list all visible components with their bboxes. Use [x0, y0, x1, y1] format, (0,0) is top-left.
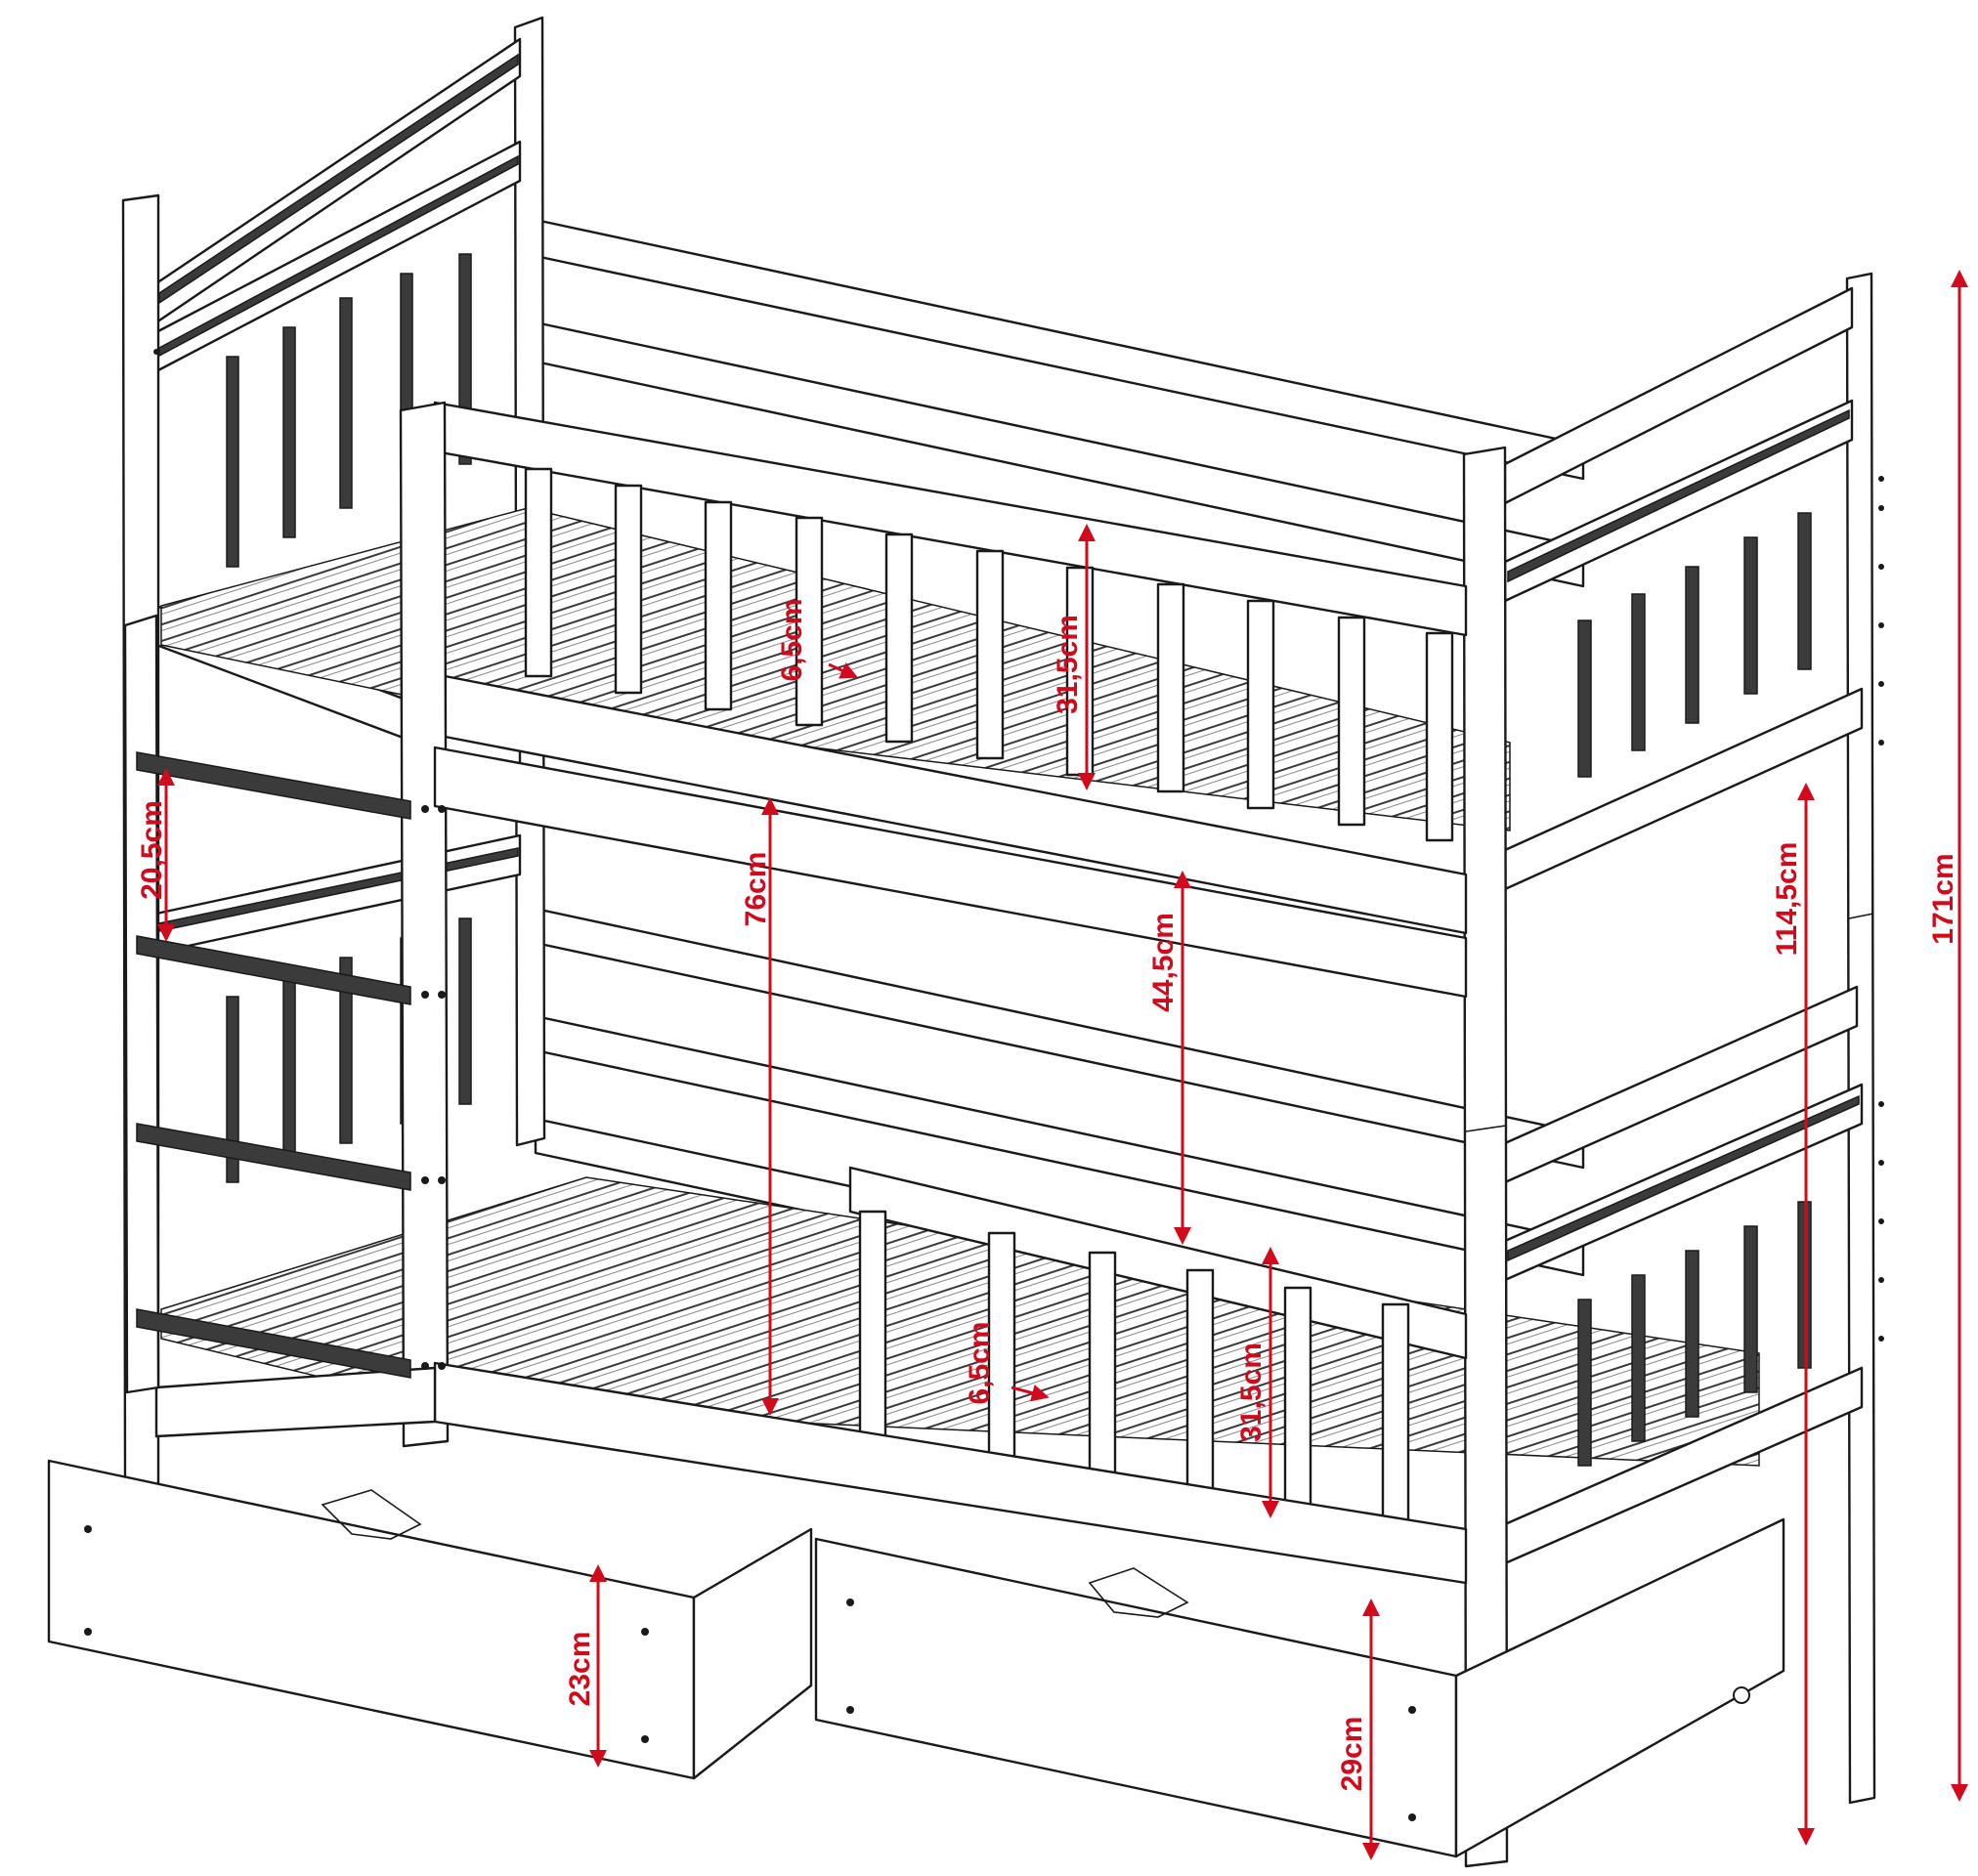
- ladder: [123, 614, 446, 1394]
- dim-label-upper-to-lower-rail: 44,5cm: [1147, 913, 1180, 1012]
- right-end-frame: [1462, 272, 1876, 1868]
- drawer-right: [814, 1517, 1785, 1858]
- dim-label-lower-guard-gap: 6,5cm: [964, 1321, 996, 1404]
- lower-guard-rail: [154, 1166, 1468, 1585]
- dim-label-upper-mattress-height: 114,5cm: [1771, 842, 1803, 957]
- dim-line-lower-guard-gap: [1010, 1384, 1050, 1402]
- dim-label-total-height: 171cm: [1927, 853, 1959, 944]
- dimension-lines: 171cm 114,5cm 31,5cm 6,5cm 20,5cm 76cm 4…: [136, 270, 1968, 1860]
- dim-label-upper-guard-height: 31,5cm: [1052, 615, 1084, 714]
- dim-label-bed-clearance: 76cm: [740, 852, 772, 927]
- dim-label-lower-guard-height: 31,5cm: [1235, 1343, 1268, 1442]
- dim-line-upper-guard-gap: [828, 662, 859, 679]
- post-holes: [1878, 476, 1884, 1342]
- drawer-left: [47, 1459, 813, 1780]
- upper-guard-rail: [399, 401, 1468, 1448]
- dim-label-ladder-rung-spacing: 20,5cm: [136, 800, 168, 900]
- dim-label-drawer-front-height: 23cm: [564, 1632, 596, 1707]
- dim-label-upper-guard-gap: 6,5cm: [776, 598, 808, 681]
- dim-label-drawer-side-height: 29cm: [1336, 1717, 1368, 1792]
